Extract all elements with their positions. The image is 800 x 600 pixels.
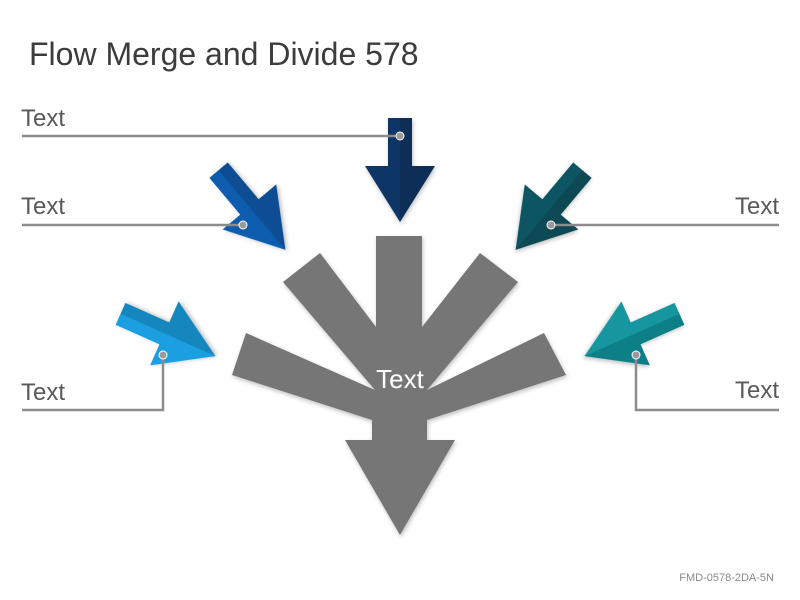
dot-lower-left [158, 350, 168, 360]
label-left-bottom: Text [21, 379, 66, 406]
connectors [22, 134, 779, 412]
dot-upper-left [238, 220, 248, 230]
arrow-lower-left [106, 281, 230, 389]
label-left-top: Text [21, 105, 66, 132]
connector-right-bottom [634, 355, 779, 412]
connector-dots [158, 131, 641, 360]
center-label: Text [376, 364, 424, 394]
arrow-upper-left [191, 147, 313, 273]
slide-code: FMD-0578-2DA-5N [679, 572, 774, 584]
label-right-bottom: Text [734, 377, 779, 404]
dot-upper-right [546, 220, 556, 230]
dot-top [395, 131, 405, 141]
arrow-lower-right [570, 281, 694, 389]
label-left-mid: Text [21, 193, 66, 220]
label-right-mid: Text [734, 193, 779, 220]
connector-left-bottom [22, 355, 165, 412]
hub-shape [232, 236, 566, 535]
arrow-upper-right [488, 147, 610, 273]
dot-lower-right [631, 350, 641, 360]
page-title: Flow Merge and Divide 578 [29, 36, 419, 72]
arrow-top [365, 118, 435, 222]
